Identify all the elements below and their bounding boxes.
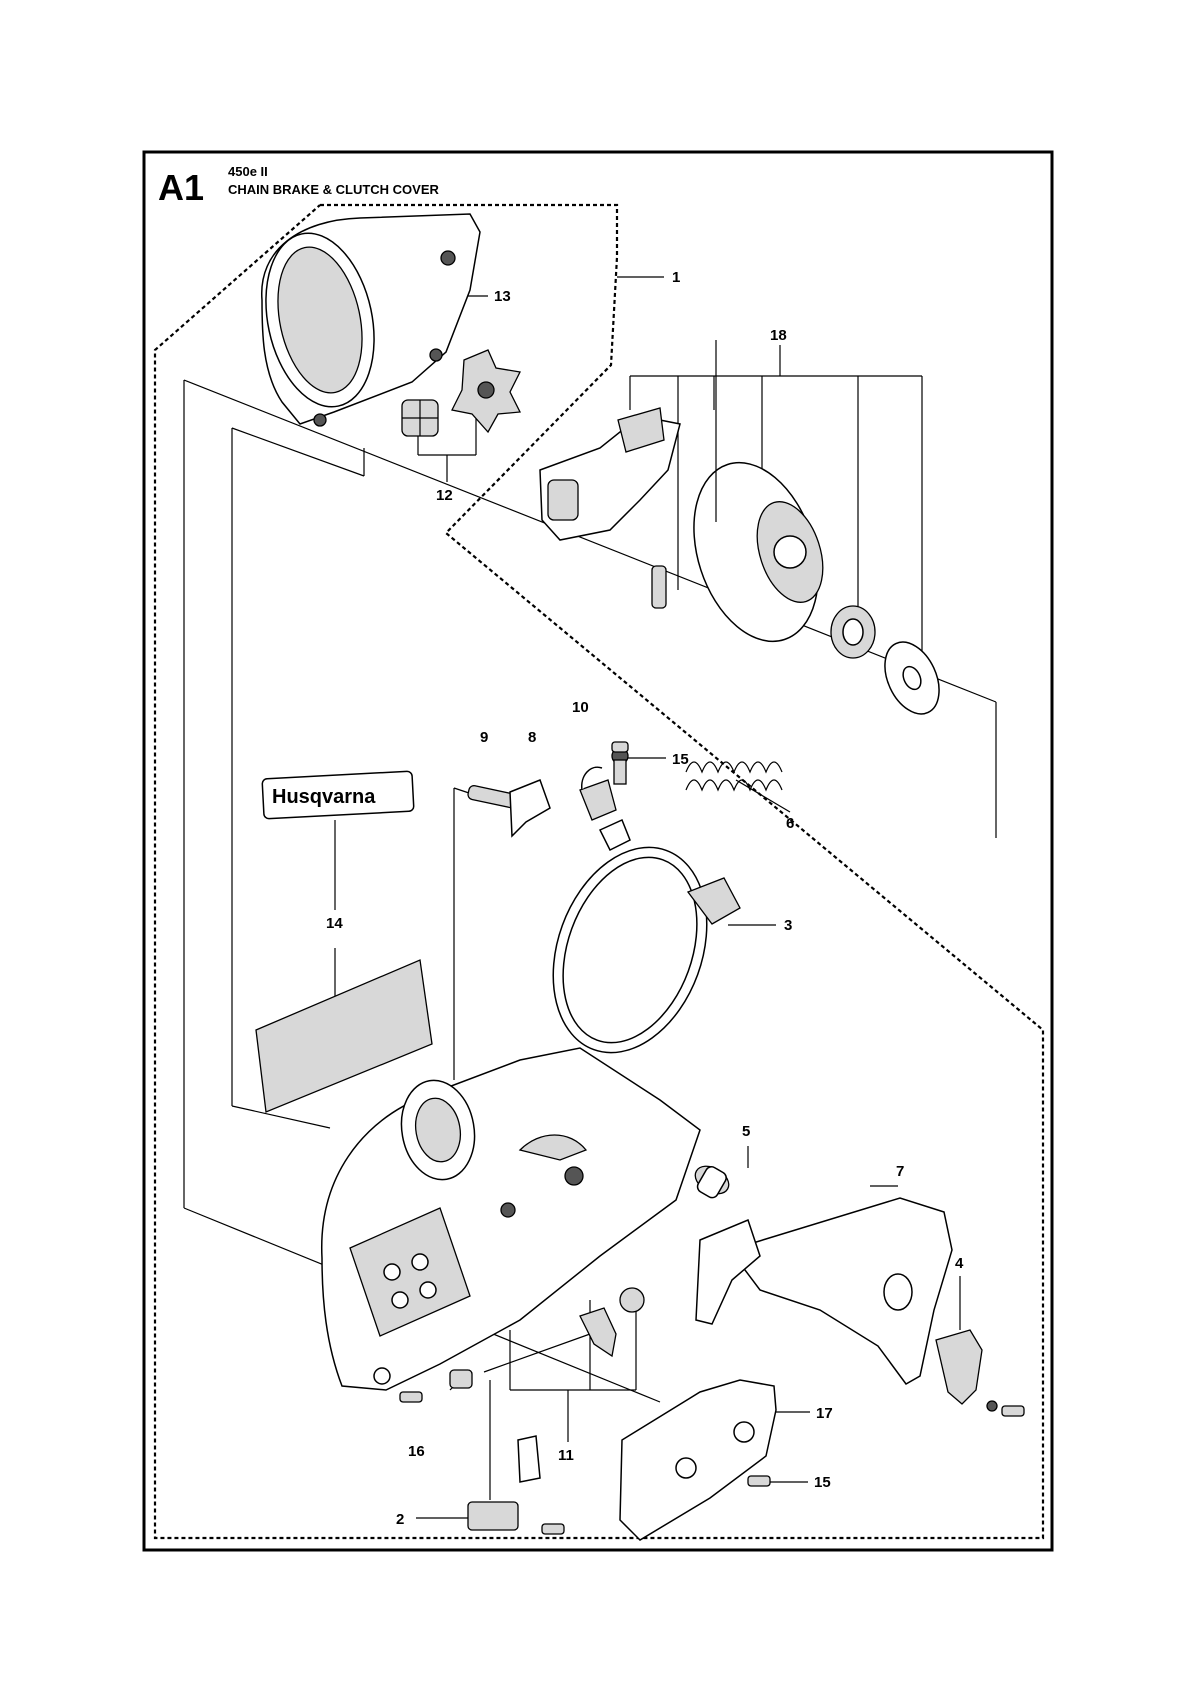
callout-4: 4 bbox=[955, 1255, 964, 1272]
callout-3: 3 bbox=[784, 917, 792, 934]
leader-lines bbox=[183, 276, 997, 1519]
side-plate bbox=[619, 1379, 777, 1541]
callout-13: 13 bbox=[494, 288, 511, 305]
callout-9: 9 bbox=[480, 729, 488, 746]
callout-17: 17 bbox=[816, 1405, 833, 1422]
decal-backing bbox=[255, 959, 433, 1113]
callout-18: 18 bbox=[770, 327, 787, 344]
callout-6: 6 bbox=[786, 815, 794, 832]
needle-bearing bbox=[830, 605, 876, 659]
page-frame bbox=[142, 150, 1054, 1552]
section-code: A1 bbox=[158, 167, 204, 208]
callout-7: 7 bbox=[896, 1163, 904, 1180]
clutch-drum-cover bbox=[693, 461, 824, 643]
screw-stop bbox=[541, 1523, 565, 1535]
chain-guard bbox=[695, 1197, 953, 1385]
adjustment-knob bbox=[401, 349, 522, 437]
brake-spring-lever bbox=[467, 747, 629, 838]
brake-band bbox=[552, 818, 741, 1054]
washer bbox=[884, 641, 940, 715]
screw-right bbox=[1001, 1405, 1025, 1417]
clutch-cover-main bbox=[321, 1047, 701, 1391]
callout-15-top: 15 bbox=[672, 751, 689, 768]
screw-bottom-plate bbox=[747, 1475, 771, 1487]
brake-shaft bbox=[483, 1287, 645, 1373]
bushing bbox=[694, 1165, 730, 1199]
spring-pin bbox=[651, 340, 717, 609]
end-cap bbox=[449, 1369, 473, 1389]
callout-11: 11 bbox=[558, 1447, 574, 1464]
callout-15-bottom: 15 bbox=[814, 1474, 831, 1491]
callout-16: 16 bbox=[408, 1443, 425, 1460]
model-name: 450e II bbox=[228, 164, 268, 179]
callout-2: 2 bbox=[396, 1511, 404, 1528]
screw-top bbox=[611, 741, 629, 753]
decal-brand-text: Husqvarna bbox=[272, 786, 376, 808]
brake-spring bbox=[685, 761, 783, 792]
husqvarna-decal: Husqvarna bbox=[261, 770, 415, 820]
stop-block bbox=[467, 1435, 541, 1531]
diagram-title: CHAIN BRAKE & CLUTCH COVER bbox=[228, 182, 440, 197]
callout-5: 5 bbox=[742, 1123, 750, 1140]
callout-12: 12 bbox=[436, 487, 453, 504]
callout-1: 1 bbox=[672, 269, 680, 286]
callout-8: 8 bbox=[528, 729, 536, 746]
screws bbox=[399, 741, 1025, 1535]
callout-labels: 1 13 18 12 10 9 8 15 6 14 3 5 7 4 17 16 … bbox=[326, 269, 964, 1528]
brake-lever-assembly bbox=[539, 407, 681, 541]
chain-catcher bbox=[935, 1329, 998, 1412]
callout-10: 10 bbox=[572, 699, 589, 716]
clutch-cover-top bbox=[261, 213, 481, 427]
screw-left bbox=[399, 1391, 423, 1403]
callout-14: 14 bbox=[326, 915, 343, 932]
